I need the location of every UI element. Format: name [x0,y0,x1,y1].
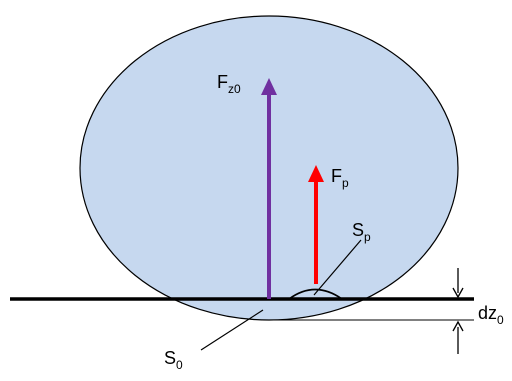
dz0-arrow-bottom-head [452,320,464,332]
label-fp: Fp [331,166,349,190]
s0-leader-line [200,309,264,351]
label-dz0: dz0 [478,303,504,327]
force-fz0-arrowhead [261,78,277,95]
dz0-arrow-top-head [452,287,464,299]
sp-leader-line [313,239,362,296]
label-sp: Sp [352,220,371,244]
label-s0: S0 [164,348,183,372]
force-fp-arrowhead [308,165,324,182]
cap-sp-arc [288,288,343,300]
label-fz0: Fz0 [217,72,241,96]
